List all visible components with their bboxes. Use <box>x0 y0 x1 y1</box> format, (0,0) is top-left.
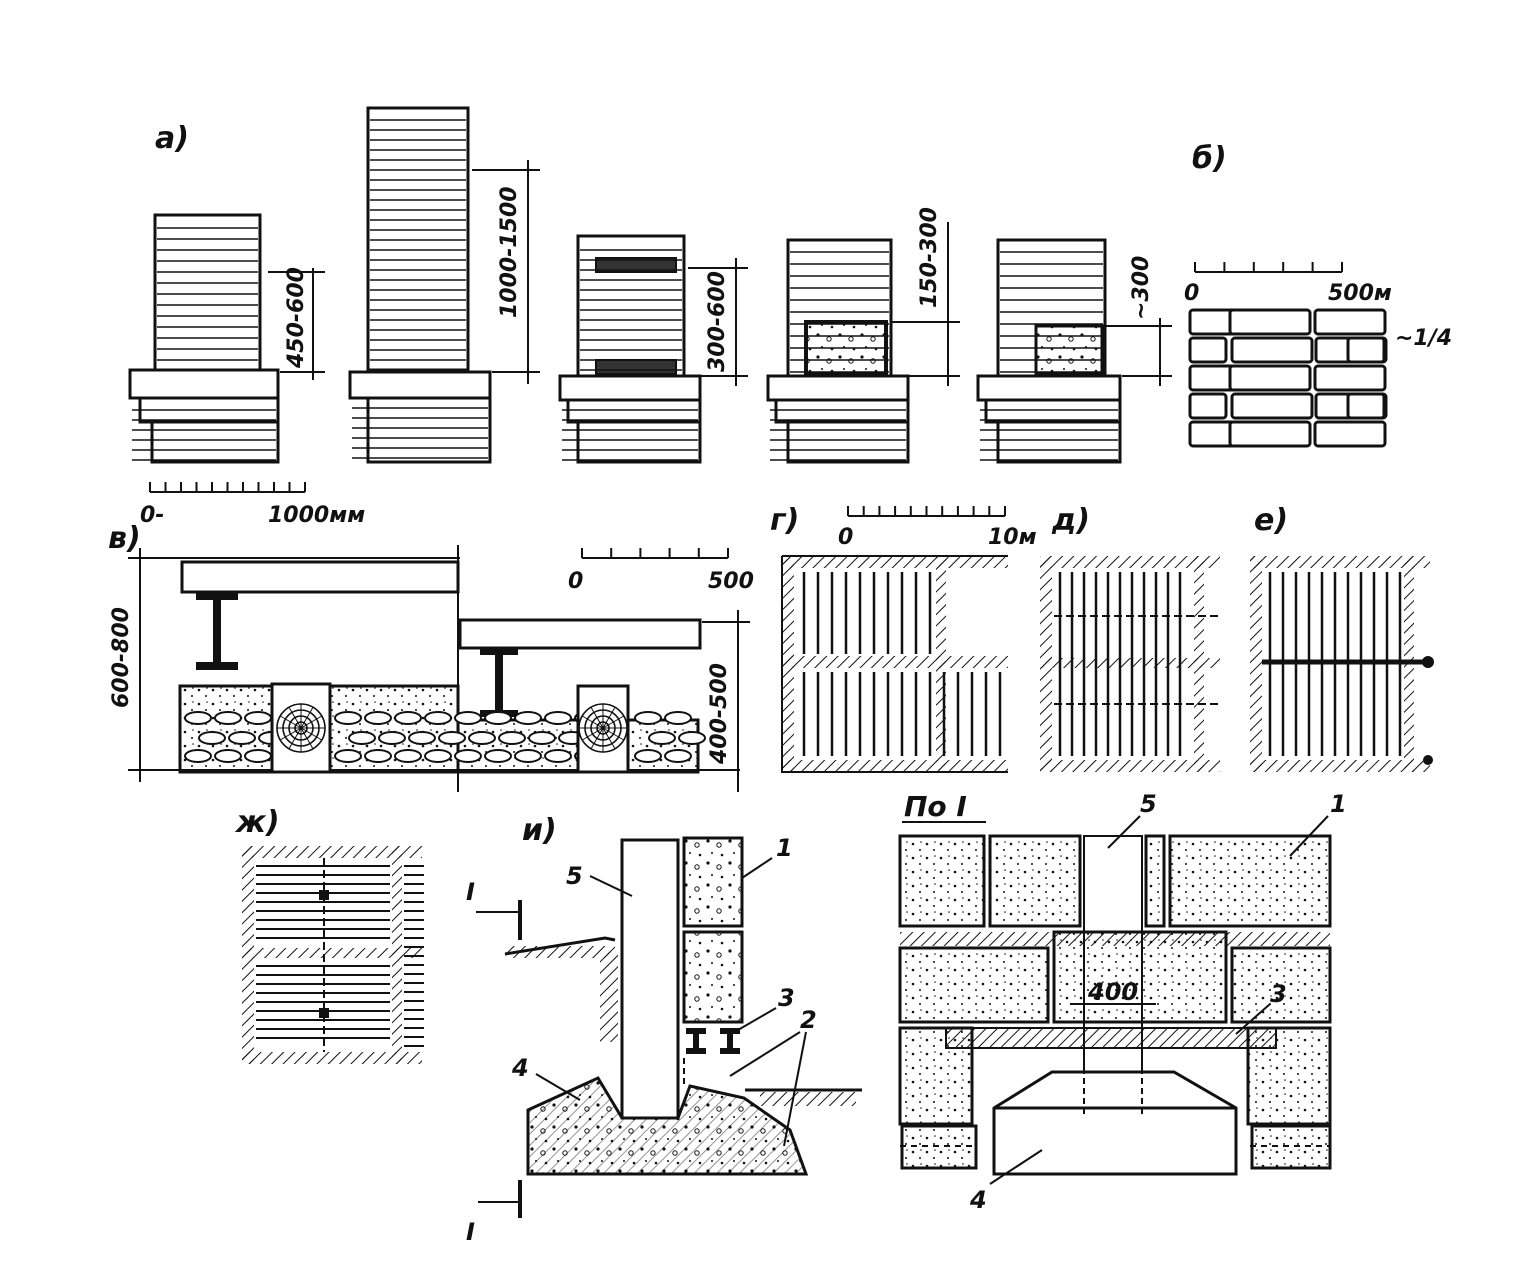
panel-e: е) <box>1250 503 1434 772</box>
panel-a-label: а) <box>155 121 189 156</box>
scale-2-start: 0 <box>1184 281 1199 306</box>
brick-courses <box>1000 251 1103 373</box>
panel-v: в) 600-800 <box>108 521 754 792</box>
panel-zh-label: ж) <box>234 805 280 840</box>
panel-b-label: б) <box>1192 141 1227 176</box>
dimension-1000-1500: 1000-1500 <box>472 160 540 384</box>
brick-courses <box>562 409 698 461</box>
wall-block-upper <box>682 836 744 928</box>
callout-4-right: 4 <box>969 1186 987 1214</box>
brick-courses <box>790 251 889 373</box>
section-mark-bottom: I <box>466 1180 522 1246</box>
brick-courses <box>980 409 1118 461</box>
brick-courses <box>352 407 488 459</box>
brick-note: ~1/4 <box>1395 326 1452 351</box>
wall-4 <box>766 238 910 464</box>
callout-3-left: 3 <box>778 984 795 1012</box>
timber-post-left <box>270 682 332 774</box>
dimension-400-500: 400-500 <box>702 610 750 792</box>
scale-bar-4: 0 10м <box>838 506 1037 550</box>
dimension-300-approx: ~300 <box>1106 256 1172 386</box>
scale-4-end: 10м <box>988 525 1037 550</box>
wall-block-lower <box>682 930 744 1024</box>
callout-5-right: 5 <box>1140 790 1157 818</box>
callout-3-right: 3 <box>1270 980 1287 1008</box>
panel-b: б) 0 500м ~1/4 <box>1184 141 1452 448</box>
callout-4-left: 4 <box>511 1054 529 1082</box>
panel-d: д) <box>1040 503 1220 772</box>
panel-g-label: г) <box>770 503 799 538</box>
scale-2-end: 500м <box>1328 281 1392 306</box>
scale-1-end: 1000мм <box>268 503 365 528</box>
section-beam <box>945 1027 1277 1049</box>
panel-e-label: е) <box>1254 503 1288 538</box>
scale-bar-1: 0- 1000мм <box>140 482 365 528</box>
brick-courses <box>770 409 906 461</box>
dimension-450-600: 450-600 <box>268 267 325 380</box>
callout-5-left: 5 <box>566 862 583 890</box>
dim-label-1: 450-600 <box>284 267 309 369</box>
wall-5 <box>976 238 1122 464</box>
timber-post-right <box>576 684 630 774</box>
section-mark-top: I <box>466 878 522 940</box>
dim-label-4: 150-300 <box>917 207 942 308</box>
section-mark-bottom-label: I <box>466 1218 475 1246</box>
scale-3-start: 0 <box>568 569 583 594</box>
panel-a: а) <box>128 106 1172 528</box>
i-beam-left <box>196 592 238 670</box>
section-mark-top-label: I <box>466 878 475 906</box>
brick-courses <box>580 249 682 371</box>
foundation-beam <box>686 1028 740 1054</box>
dim-label-6: 600-800 <box>109 607 134 708</box>
scale-3-end: 500 <box>708 569 754 594</box>
brickwork <box>1188 308 1388 448</box>
scale-bar-3: 0 500 <box>568 548 754 594</box>
panel-g: г) 0 10м <box>770 503 1037 773</box>
brick-courses <box>370 119 466 361</box>
section-po-i: По I 400 5 1 <box>898 790 1347 1214</box>
dimension-300-600: 300-600 <box>688 258 748 386</box>
scale-bar-2: 0 500м <box>1184 262 1392 306</box>
wall-2 <box>348 106 492 464</box>
panel-d-label: д) <box>1051 503 1090 538</box>
scale-1-start: 0- <box>140 503 164 528</box>
dimension-150-300: 150-300 <box>892 207 960 386</box>
callout-2: 2 <box>800 1006 817 1034</box>
dim-label-2: 1000-1500 <box>497 186 522 318</box>
dim-400: 400 <box>1087 978 1138 1006</box>
panel-v-label: в) <box>108 521 141 556</box>
section-title: По I <box>904 790 967 823</box>
dim-label-3: 300-600 <box>705 271 730 372</box>
panel-zh: ж) <box>234 805 424 1064</box>
brick-courses <box>132 409 276 461</box>
scale-4-start: 0 <box>838 525 853 550</box>
dim-label-5: ~300 <box>1129 256 1154 320</box>
panel-i: и) I I <box>466 813 862 1246</box>
i-beam-right <box>480 648 518 717</box>
dim-label-7: 400-500 <box>707 663 732 765</box>
callout-1-right: 1 <box>1330 790 1347 818</box>
panel-i-label: и) <box>522 813 557 848</box>
column <box>620 838 680 1120</box>
callout-1-left: 1 <box>776 834 793 862</box>
brick-courses <box>157 227 258 361</box>
